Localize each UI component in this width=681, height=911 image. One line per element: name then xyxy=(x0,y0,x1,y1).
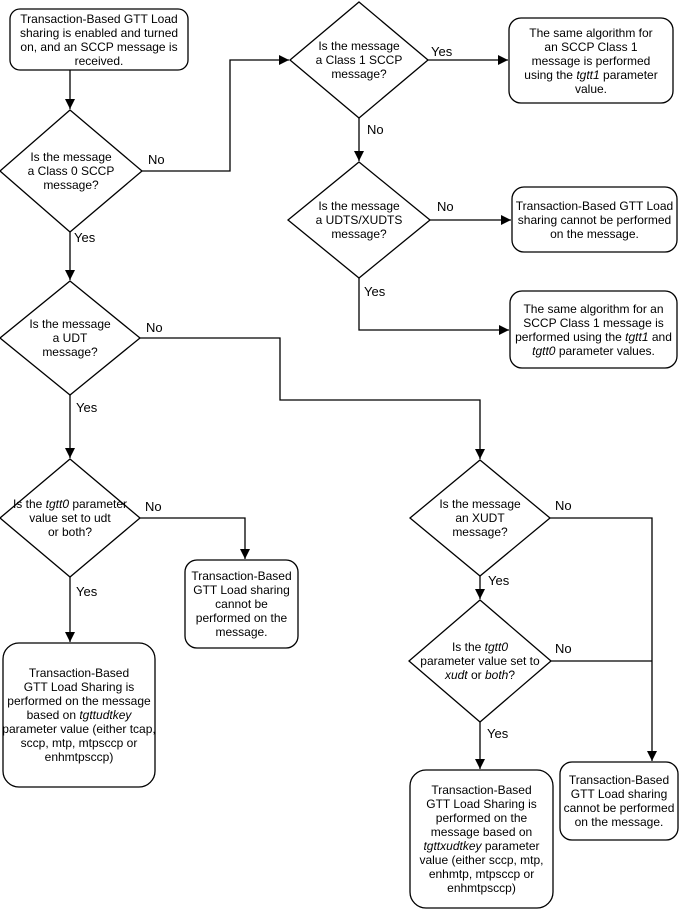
edge-label-class0-yes: Yes xyxy=(74,230,96,245)
edge-label-tgtt0-udt-no: No xyxy=(145,499,162,514)
node-class1-diamond-shape xyxy=(288,1,430,119)
edge-label-tgtt0-xudt-yes: Yes xyxy=(487,726,509,741)
node-udt-diamond-shape xyxy=(0,280,142,396)
node-cannot-right-shape xyxy=(511,186,678,253)
edge-label-tgtt0-xudt-no: No xyxy=(555,641,572,656)
node-cannot-bottom-shape xyxy=(559,761,679,841)
node-tgttudtkey-box-shape xyxy=(2,642,156,788)
node-start-shape xyxy=(9,8,189,71)
edge-label-tgtt0-udt-yes: Yes xyxy=(76,584,98,599)
node-tgttxudtkey-box-shape xyxy=(409,769,554,909)
edge-xudt-no-to-cannot-bottom xyxy=(550,517,657,761)
node-udts-diamond-shape xyxy=(286,161,432,279)
edge-label-class1-no: No xyxy=(367,122,384,137)
node-tgtt1-tgtt0-box-shape xyxy=(509,290,678,369)
edge-label-udt-no: No xyxy=(146,320,163,335)
edge-label-class0-no: No xyxy=(148,152,165,167)
edge-udts-yes-to-tgtt1-tgtt0-box xyxy=(358,278,509,335)
edge-label-udts-yes: Yes xyxy=(364,284,386,299)
node-tgtt1-box-shape xyxy=(508,17,674,104)
edge-label-udt-yes: Yes xyxy=(76,400,98,415)
node-cannot-mid-shape xyxy=(184,559,299,649)
node-class0-diamond-shape xyxy=(0,109,144,233)
node-xudt-diamond-shape xyxy=(408,459,552,577)
edge-label-xudt-no: No xyxy=(555,498,572,513)
node-tgtt0-xudt-diamond-shape xyxy=(408,599,552,723)
edge-label-udts-no: No xyxy=(437,199,454,214)
edge-tgtt0-udt-no-to-cannot-mid xyxy=(140,517,250,559)
edge-udt-no-to-xudt xyxy=(140,337,485,459)
edge-label-xudt-yes: Yes xyxy=(488,573,510,588)
node-tgtt0-udt-diamond-shape xyxy=(0,458,142,578)
edge-label-class1-yes: Yes xyxy=(431,44,453,59)
edge-class0-no-to-class1 xyxy=(142,55,289,172)
